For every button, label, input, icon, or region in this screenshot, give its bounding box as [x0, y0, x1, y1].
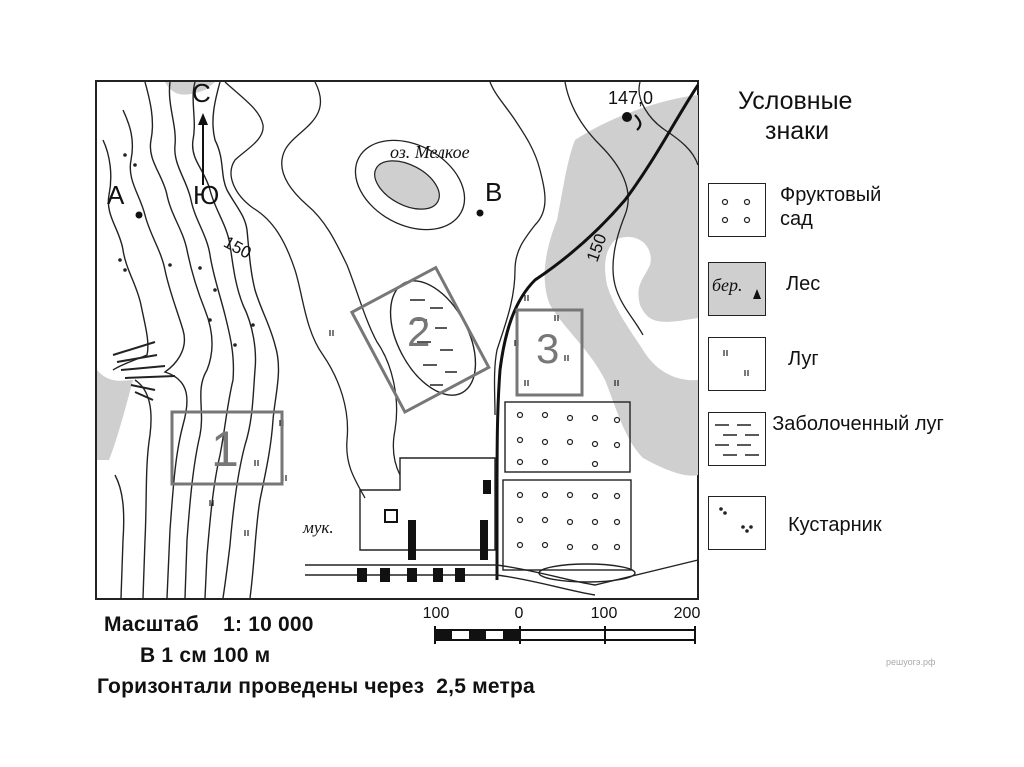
legend-label-meadow: Луг: [788, 348, 819, 370]
elevation-label: 147,0: [608, 88, 654, 108]
forest-area-topleft: [97, 82, 215, 95]
legend-label-orchard: Фруктовый сад: [780, 184, 882, 230]
area-2-label: 2: [407, 308, 431, 355]
scale-bar: [434, 626, 696, 644]
scale-tick-100-right: 100: [590, 605, 618, 622]
forest-area-left: [97, 370, 133, 460]
forest-icon: бер.: [708, 262, 766, 316]
area-2-box: [349, 265, 491, 415]
shrub-marks: [118, 153, 255, 347]
meadow-icon: [708, 337, 766, 391]
point-a-label: А: [107, 180, 125, 210]
watermark: решуогэ.рф: [886, 657, 936, 667]
lake-label: оз. Мелкое: [390, 142, 470, 162]
shrub-icon: [708, 496, 766, 550]
south-label: Ю: [193, 180, 220, 210]
legend-title: Условные знаки: [738, 86, 852, 146]
scale-tick-0: 0: [514, 605, 524, 622]
road-to-mark: [634, 114, 642, 131]
scale-tick-200: 200: [673, 605, 701, 622]
scale-tick-100-left: 100: [422, 605, 450, 622]
scale-ratio: Масштаб 1: 10 000: [104, 613, 314, 636]
contour-lines: [102, 81, 280, 599]
area-1-label: 1: [211, 421, 239, 477]
legend-label-forest: Лес: [786, 273, 821, 295]
orchard-area: [502, 401, 632, 571]
area-1-box: [170, 410, 284, 486]
legend-label-swamp-meadow: Заболоченный луг: [772, 413, 944, 435]
point-b-dot: [476, 209, 484, 217]
north-arrowhead: [198, 113, 208, 125]
north-label: С: [192, 78, 211, 108]
legend-title-line2: знаки: [765, 117, 830, 145]
mill-label: мук.: [303, 518, 334, 537]
point-a-dot: [135, 211, 143, 219]
buildings: [357, 480, 491, 582]
orchard-icon: [708, 183, 766, 237]
elevation-point: [622, 112, 632, 122]
forest-clearing: [605, 236, 698, 381]
contour-lines-central: [224, 81, 699, 499]
swamp-meadow-icon: [708, 412, 766, 466]
main-road: [495, 84, 699, 580]
topographic-map: С Ю А В оз. Мелкое 147,0 150 150 мук. 1 …: [95, 78, 699, 600]
forest-icon-text: бер.: [712, 275, 743, 295]
orchard-trees: [516, 411, 621, 551]
legend-title-line1: Условные: [738, 87, 853, 115]
area-3-label: 3: [536, 325, 560, 372]
lake-melkoe: [354, 139, 466, 231]
area-3-box: [515, 308, 584, 397]
scale-cm: В 1 см 100 м: [140, 644, 271, 667]
village: [305, 457, 699, 596]
ravine-ticks: [112, 341, 176, 401]
scale-contour-interval: Горизонтали проведены через 2,5 метра: [97, 675, 535, 698]
point-b-label: В: [485, 177, 503, 207]
legend-label-shrub: Кустарник: [788, 514, 882, 536]
